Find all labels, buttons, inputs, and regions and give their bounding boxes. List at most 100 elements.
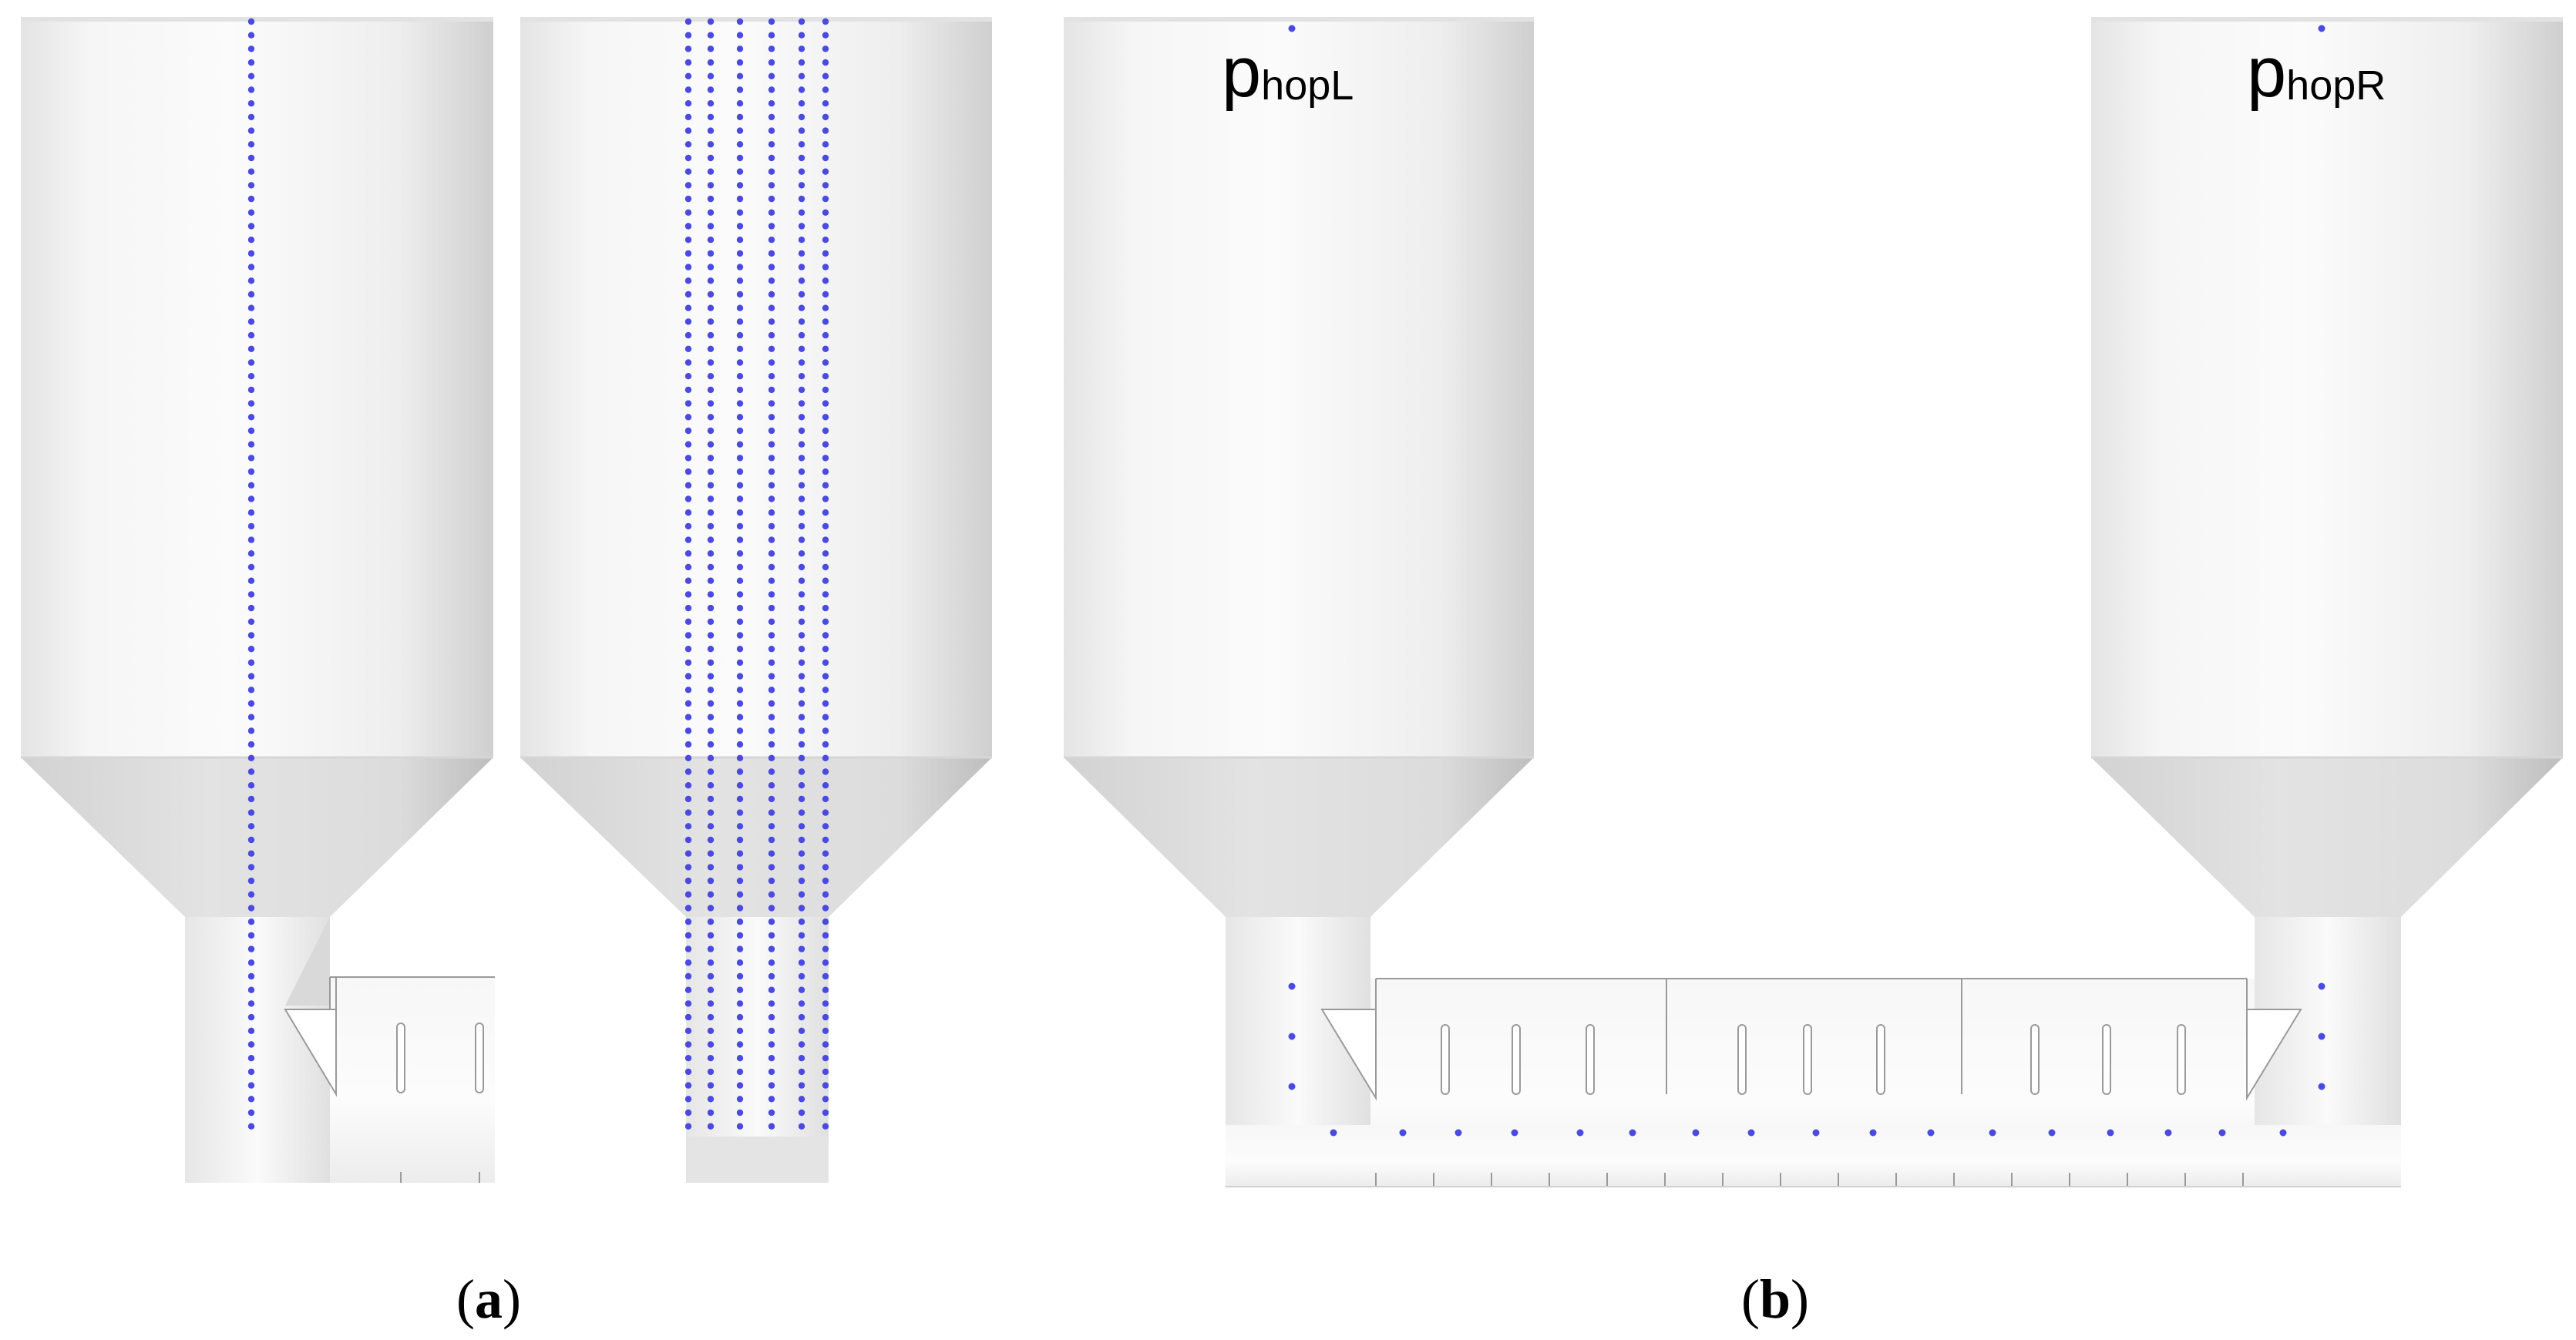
a-mid-col-5-probe-point-62 (822, 864, 829, 871)
a-left-col-probe-point-77 (247, 1068, 255, 1076)
a-mid-col-3-probe-point-13 (768, 195, 775, 203)
a-mid-col-0-probe-point-6 (684, 100, 692, 107)
a-mid-col-3-probe-point-5 (768, 86, 775, 93)
a-mid-col-2-probe-point-79 (736, 1096, 744, 1103)
a-mid-col-1-probe-point-76 (707, 1055, 715, 1062)
a-left-col-probe-point-53 (247, 741, 255, 748)
a-mid-col-0-probe-point-69 (684, 959, 692, 966)
a-mid-col-3-probe-point-49 (768, 687, 775, 694)
a-left-baffle-1 (475, 1023, 484, 1093)
a-mid-col-0-probe-point-49 (684, 687, 692, 694)
a-mid-col-1-probe-point-34 (707, 482, 715, 489)
a-mid-col-2-probe-point-21 (736, 304, 744, 311)
a-mid-col-0-probe-point-64 (684, 891, 692, 898)
a-mid-col-2-probe-point-7 (736, 113, 744, 121)
a-mid-col-3-probe-point-46 (768, 646, 775, 653)
a-mid-col-0-probe-point-1 (684, 32, 692, 39)
a-mid-col-3-probe-point-44 (768, 618, 775, 625)
a-mid-col-5-probe-point-78 (822, 1082, 829, 1089)
a-mid-col-1-probe-point-62 (707, 864, 715, 871)
a-mid-col-2-probe-point-44 (736, 618, 744, 625)
a-mid-col-0-probe-point-15 (684, 223, 692, 230)
a-mid-col-4-probe-point-52 (798, 727, 805, 734)
a-mid-col-4-probe-point-78 (798, 1082, 805, 1089)
a-mid-col-1-probe-point-26 (707, 373, 715, 380)
a-mid-col-2-probe-point-59 (736, 823, 744, 830)
a-mid-col-5-probe-point-31 (822, 441, 829, 448)
a-mid-col-3-probe-point-7 (768, 113, 775, 121)
a-mid-col-3-probe-point-78 (768, 1082, 775, 1089)
a-mid-col-4-probe-point-38 (798, 536, 805, 543)
a-mid-col-2-probe-point-0 (736, 18, 744, 25)
a-mid-col-2-probe-point-65 (736, 905, 744, 912)
b-baffle-8 (2177, 1024, 2186, 1095)
a-mid-col-0-probe-point-53 (684, 741, 692, 748)
b-right-hopper-cylinder (2091, 19, 2563, 757)
a-mid-col-0-probe-point-40 (684, 563, 692, 571)
b-baffle-1 (1512, 1024, 1521, 1095)
a-mid-col-0-probe-point-55 (684, 768, 692, 775)
a-mid-col-4-probe-point-74 (798, 1027, 805, 1035)
a-mid-col-1-probe-point-73 (707, 1013, 715, 1021)
label-p-hop-left-sub: hopL (1261, 62, 1354, 109)
a-mid-col-4-probe-point-42 (798, 591, 805, 598)
a-mid-col-2-probe-point-46 (736, 646, 744, 653)
a-mid-col-2-probe-point-14 (736, 209, 744, 216)
a-mid-col-5-probe-point-14 (822, 209, 829, 216)
a-mid-col-1-probe-point-6 (707, 100, 715, 107)
b-probe-hop-right (2318, 25, 2325, 32)
a-mid-col-3-probe-point-61 (768, 850, 775, 857)
a-left-col-probe-point-80 (247, 1109, 255, 1117)
a-mid-col-3-probe-point-15 (768, 223, 775, 230)
a-mid-col-5-probe-point-25 (822, 359, 829, 366)
b-probe-left-riser-1 (1288, 1033, 1296, 1040)
a-left-col-probe-point-73 (247, 1013, 255, 1021)
a-mid-col-5-probe-point-61 (822, 850, 829, 857)
a-mid-col-4-probe-point-58 (798, 809, 805, 816)
a-mid-col-0-probe-point-43 (684, 604, 692, 612)
a-mid-col-0-probe-point-0 (684, 18, 692, 25)
a-left-col-probe-point-33 (247, 468, 255, 475)
a-mid-col-4-probe-point-22 (798, 318, 805, 325)
a-mid-col-0-probe-point-41 (684, 577, 692, 584)
a-mid-col-5-probe-point-24 (822, 345, 829, 352)
a-left-col-probe-point-12 (247, 182, 255, 189)
a-mid-col-3-probe-point-11 (768, 168, 775, 175)
a-left-col-probe-point-6 (247, 100, 255, 107)
a-mid-col-3-probe-point-58 (768, 809, 775, 816)
a-mid-col-5-probe-point-38 (822, 536, 829, 543)
a-mid-col-1-probe-point-25 (707, 359, 715, 366)
a-left-col-probe-point-27 (247, 386, 255, 394)
a-left-col-probe-point-54 (247, 754, 255, 761)
a-mid-col-2-probe-point-43 (736, 604, 744, 612)
a-mid-col-1-probe-point-20 (707, 291, 715, 298)
caption-b-letter: b (1759, 1268, 1791, 1330)
a-mid-col-4-probe-point-2 (798, 45, 805, 52)
a-left-col-probe-point-52 (247, 727, 255, 734)
a-mid-col-1-probe-point-35 (707, 495, 715, 502)
a-mid-col-5-probe-point-13 (822, 195, 829, 203)
a-mid-col-0-probe-point-48 (684, 673, 692, 680)
a-left-col-probe-point-68 (247, 945, 255, 952)
a-mid-col-5-probe-point-4 (822, 72, 829, 80)
a-mid-col-1-probe-point-32 (707, 455, 715, 462)
a-mid-col-0-probe-point-25 (684, 359, 692, 366)
a-mid-col-2-probe-point-16 (736, 237, 744, 243)
b-probe-duct-1 (1399, 1129, 1407, 1137)
a-left-col-probe-point-0 (247, 18, 255, 25)
a-mid-col-0-probe-point-51 (684, 714, 692, 720)
a-mid-col-4-probe-point-67 (798, 932, 805, 939)
a-left-col-probe-point-75 (247, 1041, 255, 1048)
a-left-hopper-rim (21, 17, 493, 22)
a-mid-col-1-probe-point-42 (707, 591, 715, 598)
a-mid-col-0-probe-point-52 (684, 727, 692, 734)
a-mid-col-2-probe-point-74 (736, 1027, 744, 1035)
a-mid-col-1-probe-point-43 (707, 604, 715, 612)
b-probe-duct-4 (1576, 1129, 1584, 1137)
a-mid-col-4-probe-point-76 (798, 1055, 805, 1062)
a-mid-col-5-probe-point-65 (822, 905, 829, 912)
a-mid-col-0-probe-point-68 (684, 945, 692, 952)
a-left-col-probe-point-22 (247, 318, 255, 325)
a-mid-col-5-probe-point-56 (822, 782, 829, 789)
a-mid-col-2-probe-point-1 (736, 32, 744, 39)
